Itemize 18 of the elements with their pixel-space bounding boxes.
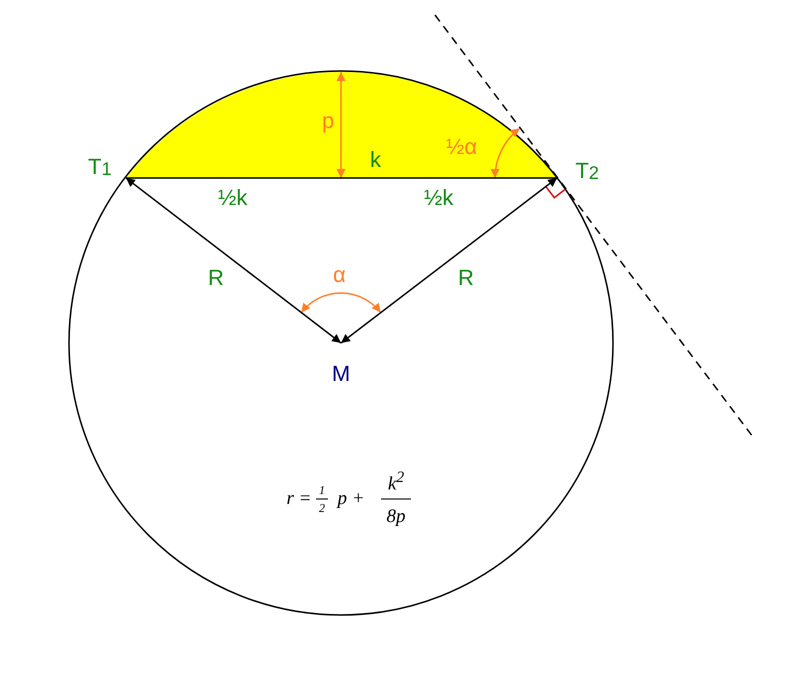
formula-text: k$^{2}$ xyxy=(386,470,406,494)
formula-text: 2 xyxy=(318,502,326,514)
formula-text: 8p xyxy=(386,507,406,526)
chord-line xyxy=(126,177,557,179)
dimension-label: p xyxy=(322,110,334,132)
arrow xyxy=(126,177,342,344)
edge-label: R xyxy=(458,267,474,289)
length-label: ½k xyxy=(218,187,248,209)
angle-label: α xyxy=(333,264,346,286)
edge-label: k xyxy=(370,149,381,171)
edge-label: R xyxy=(208,267,224,289)
angle-label: ½α xyxy=(446,136,478,158)
formula-text: p + xyxy=(336,489,366,508)
point-label: M xyxy=(326,343,356,385)
length-label: ½k xyxy=(424,187,454,209)
formula-text: 1 xyxy=(318,484,326,496)
formula-text: r = xyxy=(286,489,312,508)
arrow xyxy=(340,177,558,344)
